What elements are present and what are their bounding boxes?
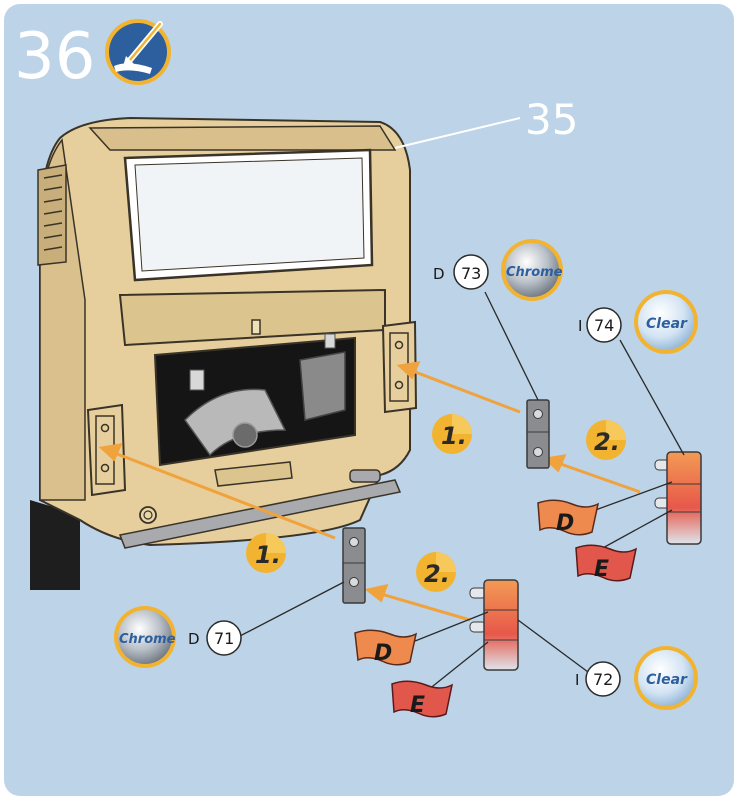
svg-text:E: E	[410, 693, 425, 718]
van-rear-illustration	[30, 116, 418, 590]
step-badge-upper-1: 1.	[432, 414, 472, 454]
step-badge-upper-2: 2.	[586, 420, 626, 460]
step-badge-lower-2: 2.	[416, 552, 456, 592]
decal-flag-e-lower: E	[391, 680, 454, 718]
step-badge-lower-1: 1.	[246, 533, 286, 573]
assembly-arrows	[98, 361, 641, 622]
svg-text:Clear: Clear	[646, 672, 688, 688]
part-callout-73: D 73	[433, 254, 489, 290]
svg-text:Clear: Clear	[646, 316, 688, 332]
svg-text:D: D	[556, 511, 574, 536]
part-callout-72: I 72	[575, 661, 621, 697]
decal-flag-d-upper: D	[537, 499, 600, 536]
chrome-badge-icon: Chrome	[501, 239, 563, 301]
part-callout-71: D 71	[188, 620, 242, 656]
chrome-mount-plate-lower	[342, 527, 366, 604]
svg-text:D: D	[374, 641, 392, 666]
svg-text:2.: 2.	[594, 428, 620, 456]
svg-text:2.: 2.	[424, 560, 450, 588]
decal-flag-e-upper: E	[575, 544, 638, 582]
step-number: 36	[14, 20, 95, 94]
parent-step-reference: 35	[525, 95, 578, 144]
clear-tail-lamp-lower	[469, 579, 519, 671]
decal-flag-d-lower: D	[354, 629, 418, 666]
svg-text:E: E	[594, 557, 609, 582]
part-number: 71	[214, 629, 234, 648]
svg-text:Chrome: Chrome	[506, 265, 563, 280]
chrome-mount-plate-upper	[526, 399, 550, 469]
part-number: 73	[461, 264, 481, 283]
clear-badge-icon: Clear	[634, 290, 698, 354]
svg-text:1.: 1.	[441, 422, 467, 450]
leader-lines	[239, 291, 685, 691]
reference-leader-line	[394, 117, 521, 149]
clear-badge-icon: Clear	[634, 646, 698, 710]
part-callout-74: I 74	[578, 307, 622, 343]
part-prefix: D	[188, 630, 200, 648]
part-prefix: I	[575, 671, 579, 689]
part-number: 74	[594, 316, 614, 335]
svg-text:Chrome: Chrome	[119, 632, 176, 647]
part-prefix: I	[578, 317, 582, 335]
part-prefix: D	[433, 265, 445, 283]
svg-text:1.: 1.	[255, 541, 281, 569]
clear-tail-lamp-upper	[654, 451, 702, 545]
chrome-badge-icon: Chrome	[114, 606, 176, 668]
paintbrush-icon	[105, 19, 171, 85]
part-number: 72	[593, 670, 613, 689]
